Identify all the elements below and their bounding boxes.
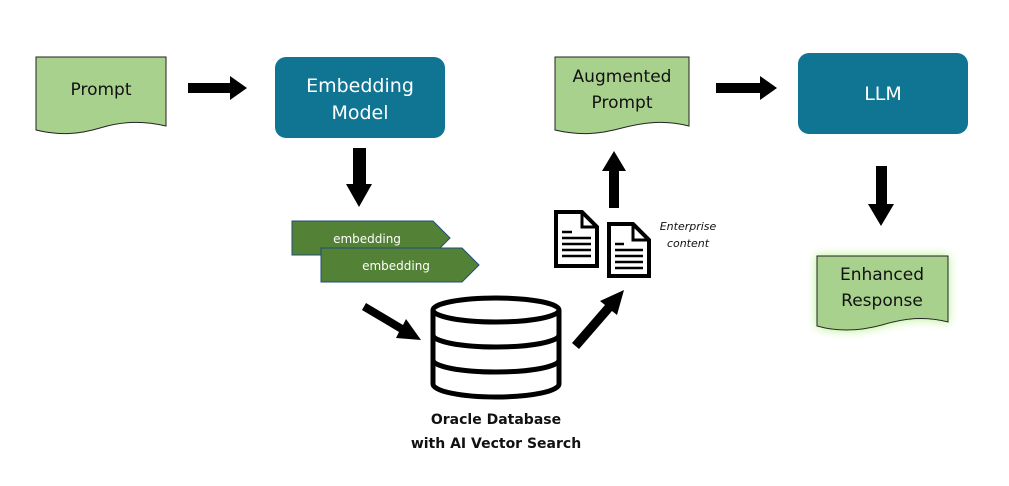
augmented-prompt-node: Augmented Prompt <box>554 56 690 135</box>
prompt-document-shape <box>35 56 167 135</box>
embedding-model-node: Embedding Model <box>275 57 445 138</box>
database-label-line2: with AI Vector Search <box>411 436 581 452</box>
embedding-tag-1: embedding <box>291 220 451 256</box>
arrow-up-icon <box>602 151 626 208</box>
augmented-prompt-label-line2: Prompt <box>592 93 653 113</box>
database-label-line1: Oracle Database <box>431 412 561 428</box>
arrow-down-icon <box>868 166 894 226</box>
arrow-down-right-icon <box>362 303 421 340</box>
augmented-prompt-label-line1: Augmented <box>573 67 672 87</box>
enterprise-content-label-line1: Enterprise <box>660 220 717 233</box>
embedding-model-box <box>275 57 445 138</box>
document-icon-1 <box>554 210 599 268</box>
enhanced-response-node <box>816 255 949 331</box>
arrow-down-icon <box>346 148 372 207</box>
database-icon <box>430 295 562 400</box>
prompt-node: Prompt <box>35 56 167 135</box>
embedding-model-label-line1: Embedding <box>306 75 414 97</box>
arrow-up-right-icon <box>572 290 624 349</box>
document-icon-2 <box>607 222 651 278</box>
embedding-model-label-line2: Model <box>331 102 388 124</box>
arrow-right-icon <box>716 76 777 100</box>
embedding-tag-2: embedding <box>320 247 480 283</box>
embedding-label-1: embedding <box>333 232 401 246</box>
enterprise-content-label-line2: content <box>667 237 710 250</box>
embedding-label-2: embedding <box>362 259 430 273</box>
enhanced-response-label-line2: Response <box>841 291 923 311</box>
enhanced-response-label-line1: Enhanced <box>840 265 924 285</box>
llm-label: LLM <box>864 83 902 105</box>
prompt-label: Prompt <box>71 80 132 100</box>
llm-node: LLM <box>798 53 968 134</box>
arrow-right-icon <box>188 76 247 100</box>
